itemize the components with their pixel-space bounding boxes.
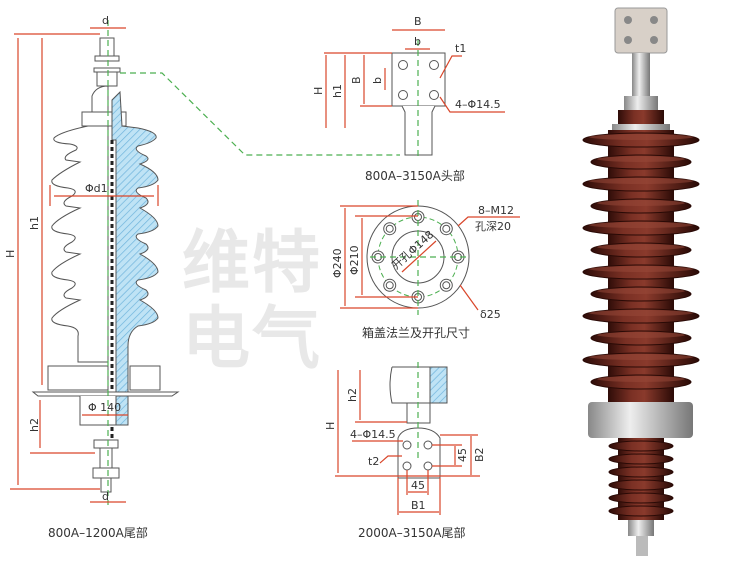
head-detail: B b t1 4–Φ14.5 H h1 B b 800A–3150A头部 xyxy=(312,15,505,183)
flange-bolt-hole xyxy=(383,222,397,236)
head-holes-label: 4–Φ14.5 xyxy=(455,98,501,111)
porcelain-shed-lower xyxy=(608,440,674,452)
tail-t2-label: t2 xyxy=(368,455,379,468)
dim-h2: h2 xyxy=(28,418,41,432)
dim-h1: h1 xyxy=(28,216,41,230)
tail-dim-h2: h2 xyxy=(346,388,359,402)
caption-flange: 箱盖法兰及开孔尺寸 xyxy=(362,325,470,340)
tail-dim-B1: B1 xyxy=(411,499,426,512)
insulator-sheds-left xyxy=(51,125,109,363)
insulator-section-hatched xyxy=(111,90,159,426)
dim-H: H xyxy=(4,250,17,258)
head-dim-B-side: B xyxy=(350,76,363,84)
flange-bolt-hole xyxy=(383,278,397,292)
caption-tail: 2000A–3150A尾部 xyxy=(358,525,466,540)
flange-phi240: Φ240 xyxy=(331,248,344,278)
tail-dim-45-h: 45 xyxy=(411,479,425,492)
porcelain-shed-lower xyxy=(608,453,674,465)
head-dim-b-side: b xyxy=(371,77,384,84)
watermark: 维特电气 xyxy=(182,224,323,379)
tail-holes-label: 4–Φ14.5 xyxy=(350,428,396,441)
porcelain-shed-lower xyxy=(608,505,674,517)
porcelain-shed-lower xyxy=(608,492,674,504)
bushing-photo xyxy=(582,7,700,556)
caption-head: 800A–3150A头部 xyxy=(365,168,465,183)
tail-dim-B2: B2 xyxy=(473,447,486,462)
flange-phi210: Φ210 xyxy=(348,245,361,275)
flange-bolt-hole xyxy=(439,278,453,292)
porcelain-shed-lower xyxy=(608,466,674,478)
dim-phi-140: Φ 140 xyxy=(88,401,121,414)
head-dim-b: b xyxy=(414,35,421,48)
dim-d-top: d xyxy=(102,14,109,27)
tail-dim-45-v: 45 xyxy=(456,448,469,462)
head-dim-h1: h1 xyxy=(331,84,344,98)
head-dim-B: B xyxy=(414,15,422,28)
flange-bolt-hole xyxy=(439,222,453,236)
main-bushing-drawing: d d Φd1 Φ 140 H h1 h2 800A–1200A尾部 xyxy=(4,14,400,540)
flange-thickness-label: δ25 xyxy=(480,308,501,321)
tail-dim-H: H xyxy=(324,422,337,430)
dim-phi-d1: Φd1 xyxy=(85,182,108,195)
flange-detail: 8–M12 孔深20 δ25 开孔Φ148 Φ240 Φ210 箱盖法兰及开孔尺… xyxy=(331,200,520,340)
caption-main: 800A–1200A尾部 xyxy=(48,525,148,540)
flange-bolts-label: 8–M12 xyxy=(478,204,514,217)
flange-depth-label: 孔深20 xyxy=(475,220,511,233)
head-dim-t1: t1 xyxy=(455,42,466,55)
tail-detail: 4–Φ14.5 t2 45 B1 45 B2 H h2 2000A–3150A尾… xyxy=(324,362,486,540)
head-dim-H: H xyxy=(312,87,325,95)
porcelain-shed-lower xyxy=(608,479,674,491)
dim-d-bottom: d xyxy=(102,490,109,503)
